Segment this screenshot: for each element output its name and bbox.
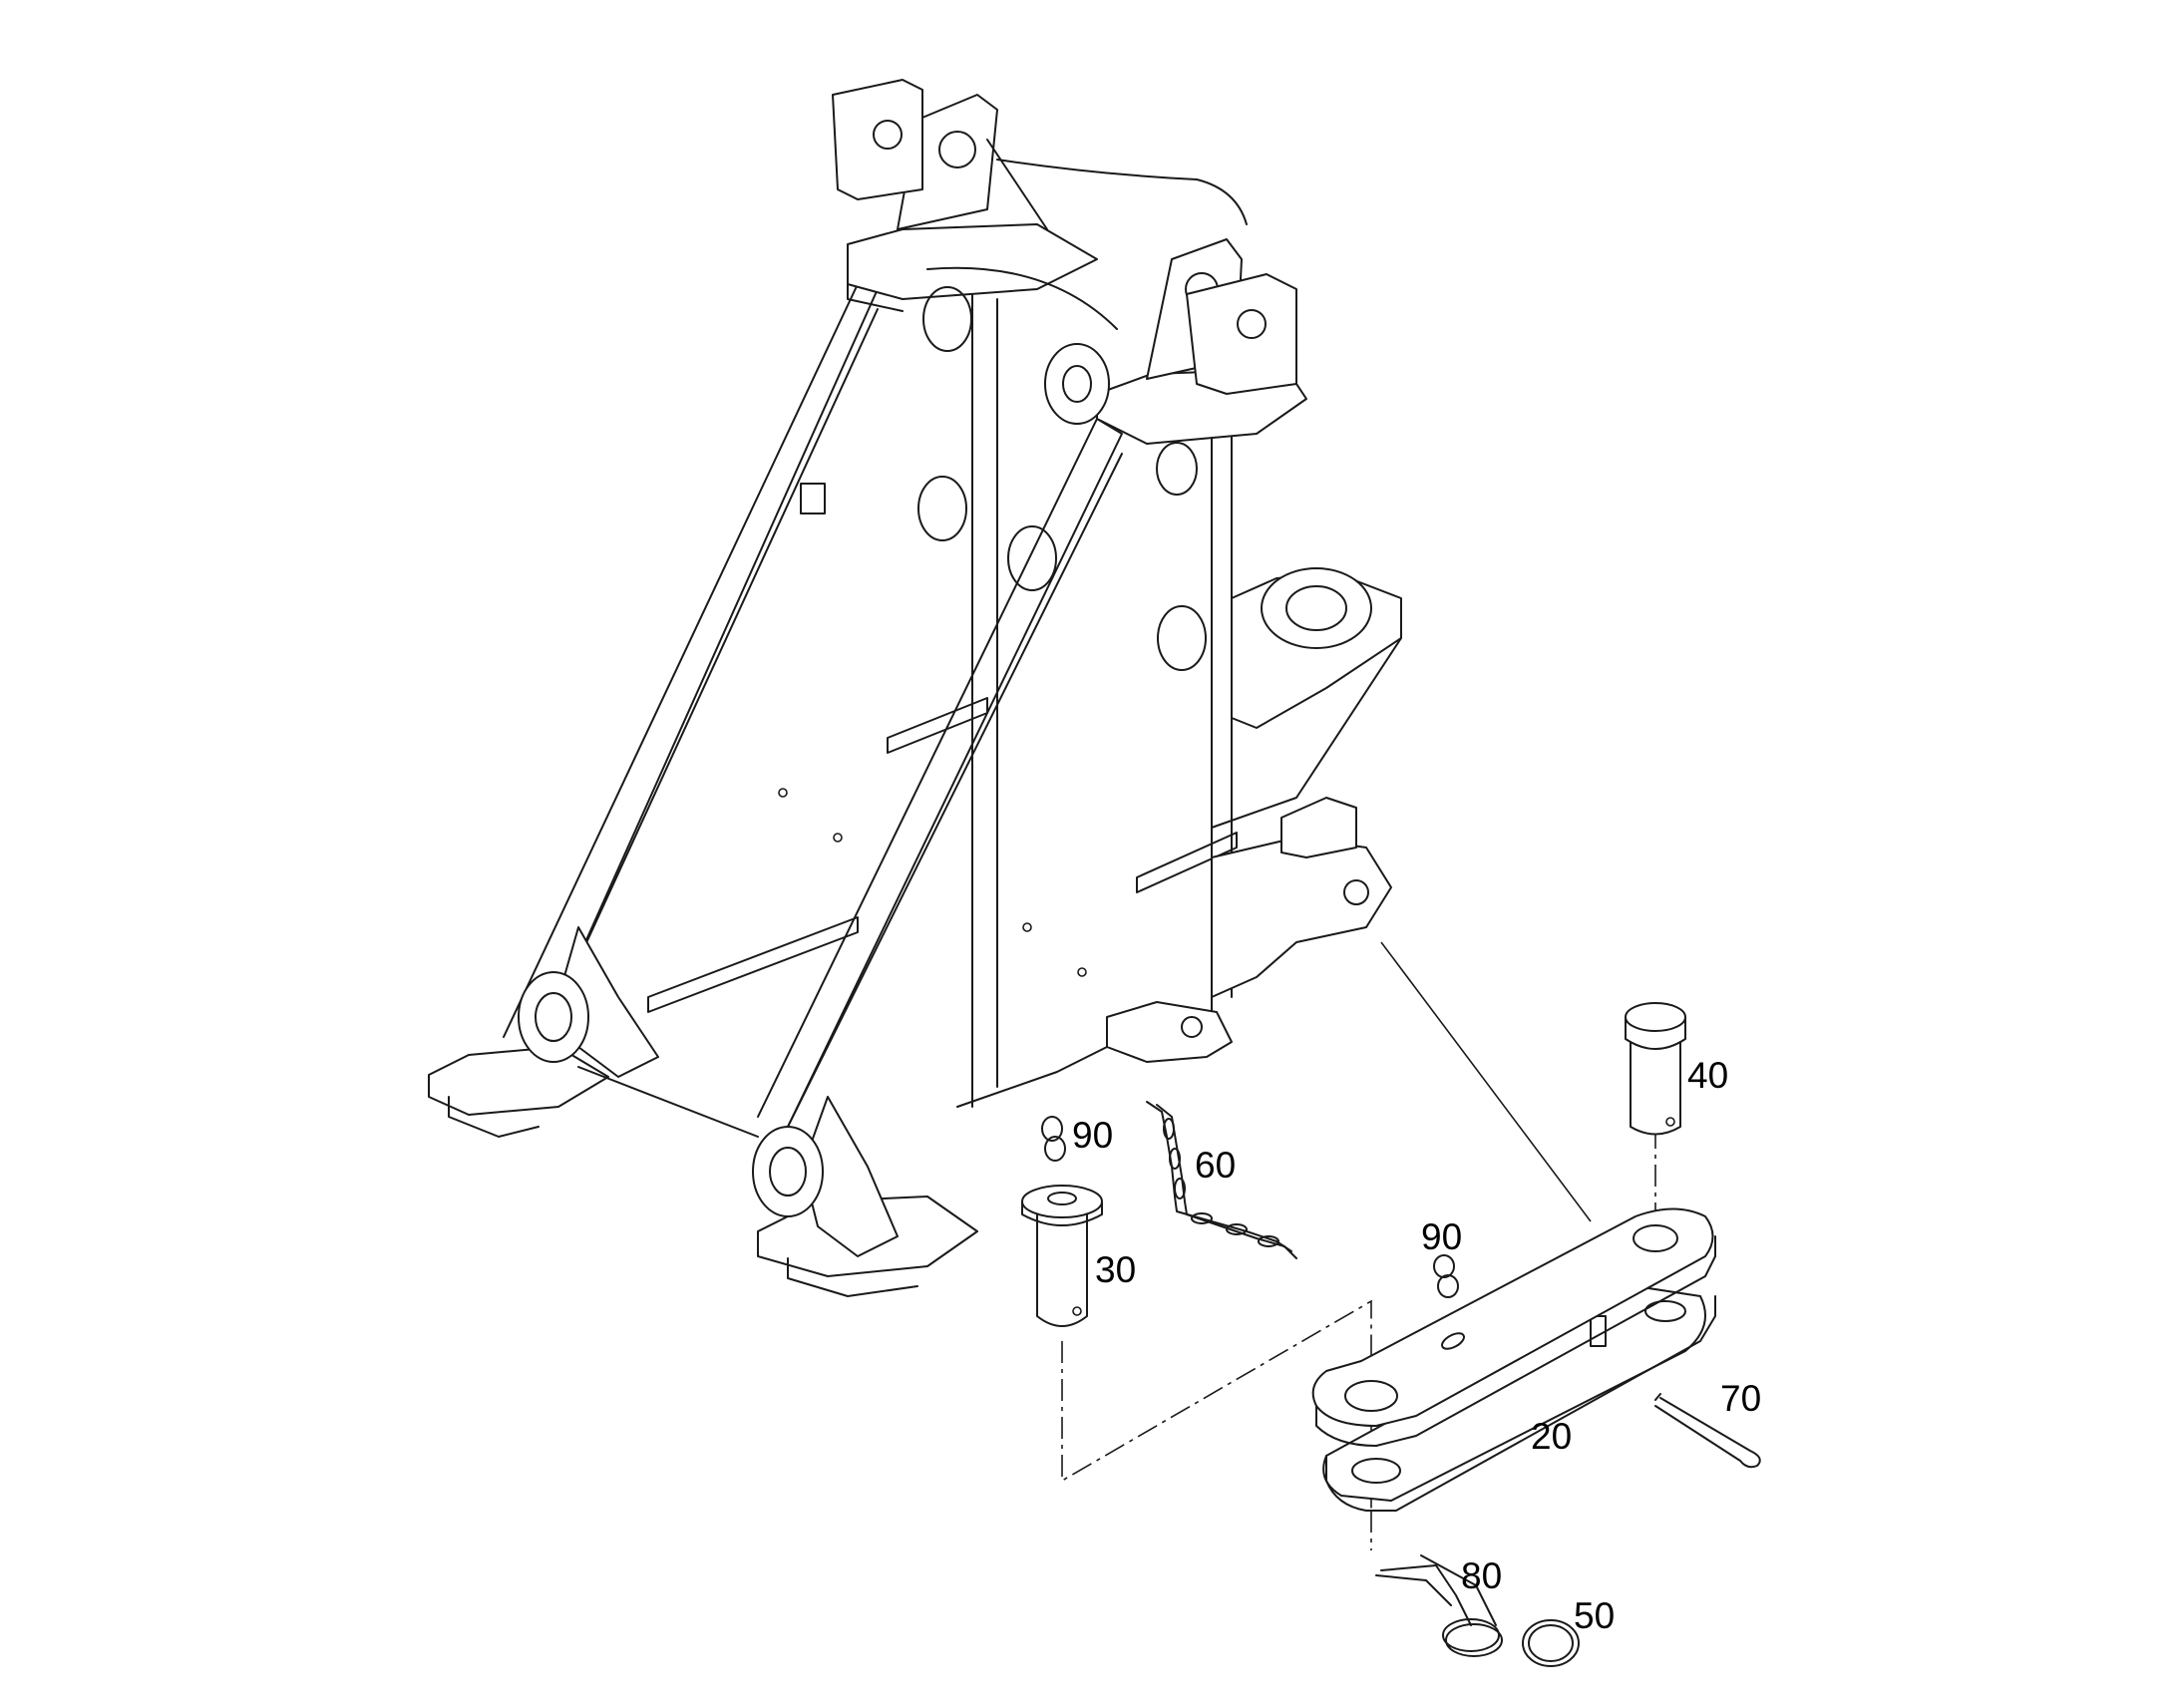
callout-40: 40	[1687, 1055, 1729, 1096]
part-20-link-plates	[1311, 1207, 1716, 1512]
callout-90-lower: 90	[1421, 1216, 1463, 1257]
callout-20: 20	[1531, 1416, 1573, 1457]
part-80-spring-clip	[1375, 1554, 1503, 1657]
callout-80: 80	[1461, 1555, 1503, 1596]
callout-70: 70	[1720, 1378, 1762, 1419]
part-90-clip-upper	[1041, 1116, 1066, 1162]
main-frame	[428, 79, 1402, 1297]
part-90-clip-lower	[1433, 1254, 1459, 1298]
part-60-chain	[1146, 1101, 1297, 1259]
part-30-pin	[1021, 1185, 1103, 1327]
callout-90-upper: 90	[1072, 1115, 1114, 1156]
callout-50: 50	[1574, 1595, 1616, 1636]
part-70-cotter-pin	[1654, 1393, 1761, 1469]
callout-60: 60	[1195, 1145, 1237, 1186]
callout-30: 30	[1095, 1249, 1137, 1290]
part-40-pin	[1625, 1002, 1686, 1136]
part-50-ring	[1522, 1619, 1580, 1667]
